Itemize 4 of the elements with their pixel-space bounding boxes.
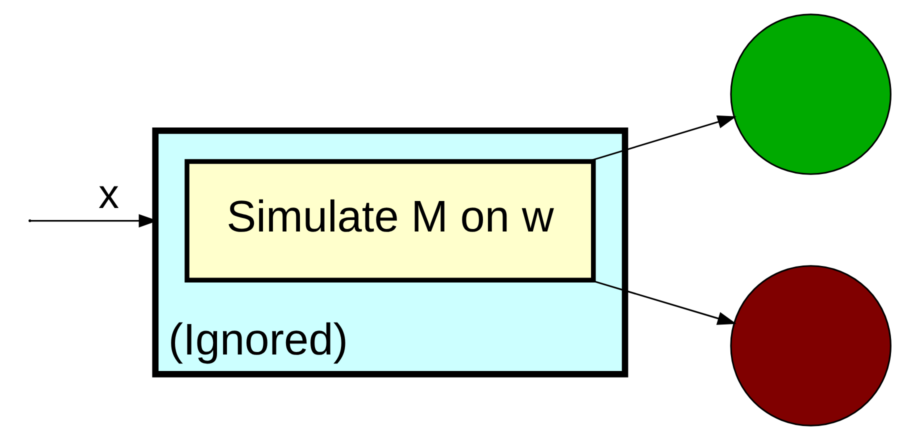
node-box: Simulate M on w <box>184 159 596 282</box>
edge-label: x <box>98 170 120 217</box>
node-circle <box>730 14 892 175</box>
node-circle <box>730 265 892 426</box>
